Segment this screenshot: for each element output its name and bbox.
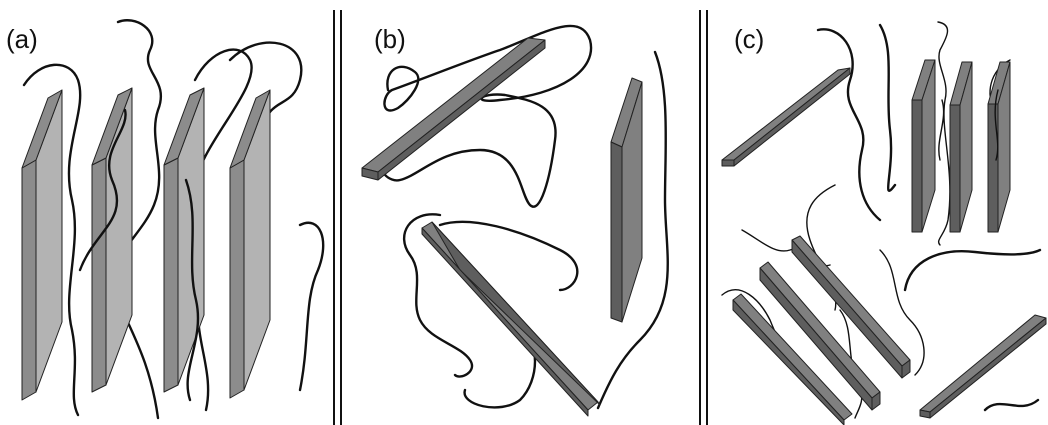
clay-platelet xyxy=(22,90,62,400)
panel-c: (c) xyxy=(722,22,1046,425)
panel-b-label: (b) xyxy=(374,24,406,54)
clay-platelet xyxy=(422,222,600,416)
clay-platelet xyxy=(722,68,850,166)
polymer-chain xyxy=(939,100,944,160)
clay-platelet xyxy=(920,315,1046,418)
polymer-chain xyxy=(905,250,1040,290)
clay-platelet xyxy=(950,62,972,232)
polymer-chain xyxy=(818,29,880,220)
panel-divider-bc xyxy=(700,10,707,425)
polymer-chain xyxy=(382,26,591,207)
polymer-chain xyxy=(985,400,1038,410)
clay-platelet xyxy=(164,88,204,392)
polymer-chain xyxy=(880,25,895,191)
panel-a: (a) xyxy=(6,20,323,418)
clay-platelet xyxy=(362,38,545,180)
panel-a-label: (a) xyxy=(6,24,38,54)
panel-divider-ab xyxy=(334,10,341,425)
clay-platelet xyxy=(988,62,1010,232)
clay-platelet xyxy=(611,78,642,322)
panel-b: (b) xyxy=(362,24,668,416)
clay-platelet xyxy=(912,60,935,232)
clay-platelet xyxy=(230,90,270,398)
polymer-chain xyxy=(938,22,950,245)
panel-c-label: (c) xyxy=(734,24,764,54)
